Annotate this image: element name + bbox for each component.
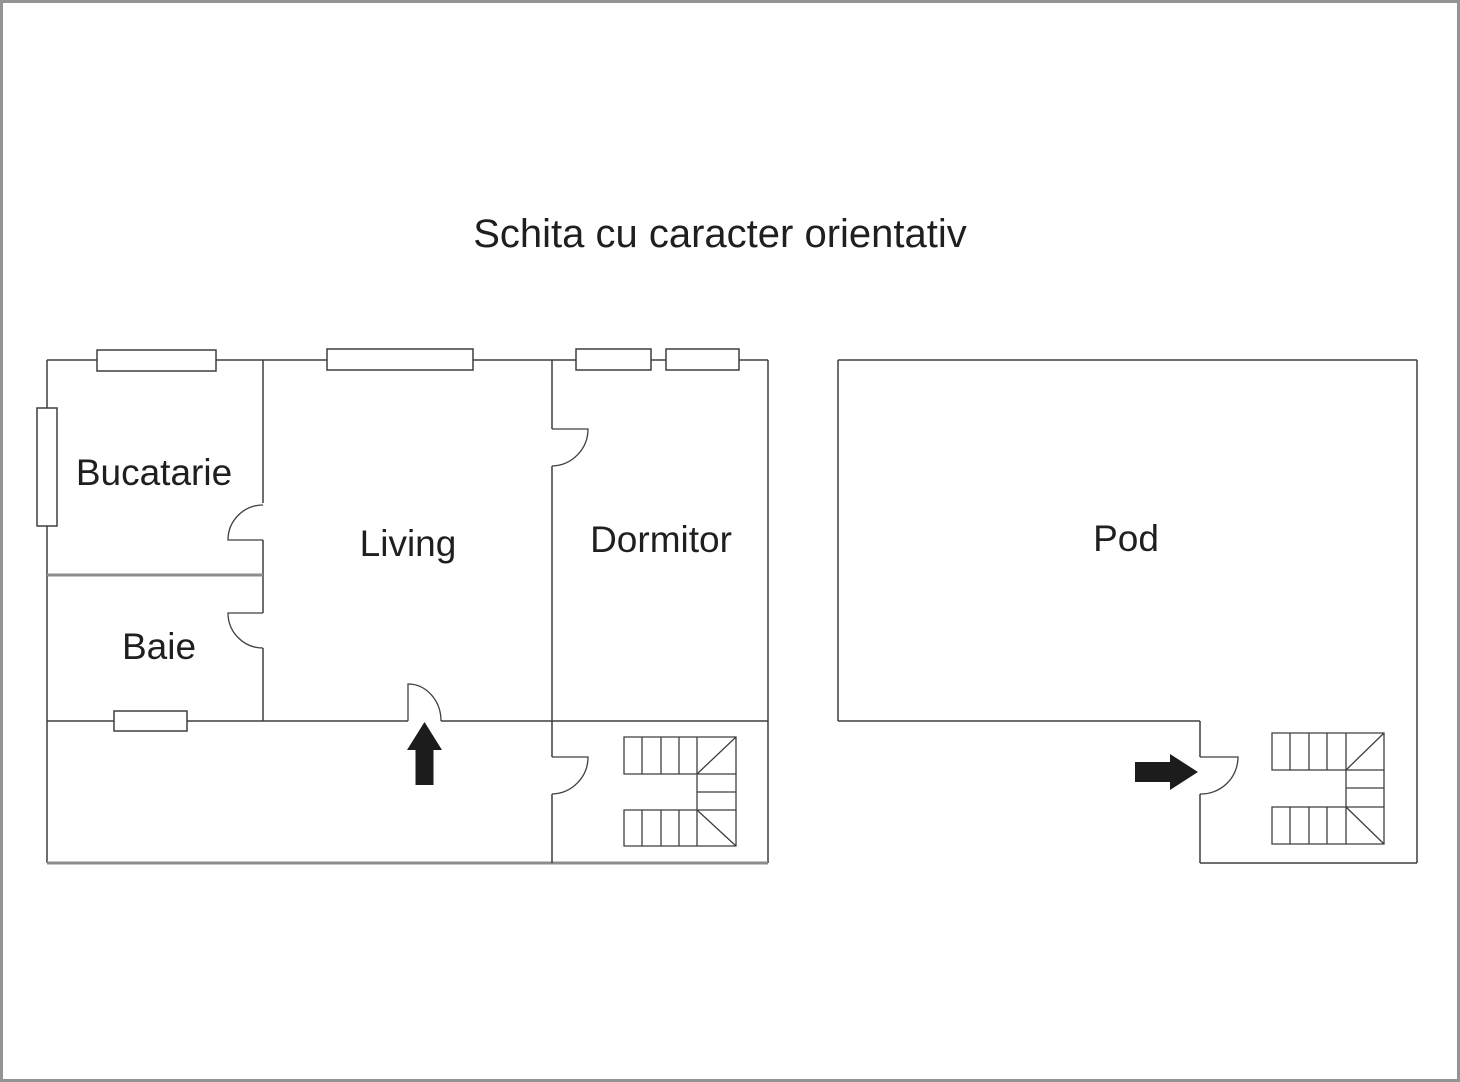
entrance-up-arrow-icon [407,722,442,785]
window-icon [96,349,217,372]
entrance-right-arrow-icon [1135,754,1198,790]
stairs-upper-flight [1271,732,1385,771]
ground-floor-walls [46,359,769,865]
ground-floor-labels: Bucatarie Baie Living Dormitor [76,452,732,667]
attic-labels: Pod [1093,518,1159,559]
ground-floor-windows [36,348,740,732]
ground-floor-plan: Bucatarie Baie Living Dormitor [36,348,769,865]
stairs-lower-flight [1271,806,1385,845]
stairs-upper-flight [623,736,737,775]
door-arc-icon [227,504,264,541]
door-arc-icon [227,612,264,649]
room-label-living: Living [360,523,457,564]
room-label-bucatarie: Bucatarie [76,452,232,493]
window-icon [575,348,652,371]
attic-plan: Pod [837,359,1418,864]
door-arc-icon [551,756,589,795]
stairs-lower-flight [623,809,737,847]
window-icon [113,710,188,732]
room-label-baie: Baie [122,626,196,667]
room-label-dormitor: Dormitor [590,519,732,560]
ground-floor-doors [227,428,589,795]
attic-walls [837,359,1418,864]
door-arc-icon [551,428,589,467]
door-arc-icon [1199,756,1239,795]
room-label-pod: Pod [1093,518,1159,559]
window-icon [665,348,740,371]
stairs-icon [1271,732,1385,845]
window-icon [36,407,58,527]
stairs-landing [696,774,737,810]
stairs-landing [1345,770,1385,807]
window-icon [326,348,474,371]
page-title: Schita cu caracter orientativ [473,212,967,256]
door-arc-icon [407,683,442,722]
stairs-icon [623,736,737,847]
